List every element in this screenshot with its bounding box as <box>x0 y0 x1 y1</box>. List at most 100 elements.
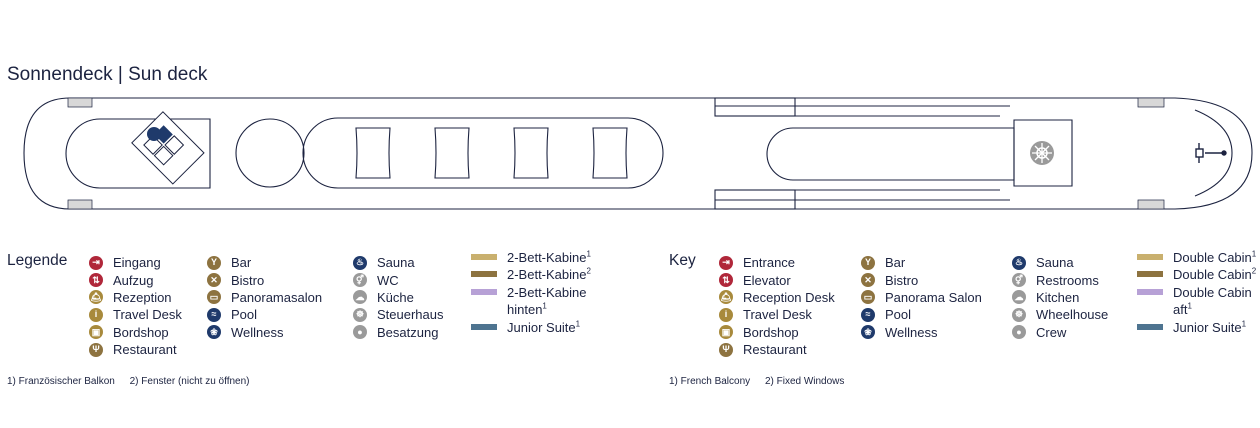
chef-hat-icon: ☁ <box>353 290 367 305</box>
crew-icon: ● <box>1012 325 1026 340</box>
cabin-color-swatch <box>1137 254 1163 260</box>
legend-item: 🛎Rezeption <box>89 289 182 306</box>
legend-item-label: Bar <box>885 255 906 271</box>
legend-item-label: Kitchen <box>1036 289 1080 305</box>
legend-item-label: Küche <box>377 289 414 305</box>
forward-promenade <box>766 127 1015 181</box>
sauna-icon: ♨ <box>353 255 367 270</box>
crew-icon: ● <box>353 325 367 340</box>
legend-item: ☁ Küche <box>353 289 444 306</box>
legend-item-label: Restaurant <box>113 342 177 358</box>
cabin-legend-item: Double Cabin2 <box>1137 266 1259 283</box>
cabin-label-text: Junior Suite <box>1173 319 1242 335</box>
sunbed-2 <box>434 127 470 179</box>
panorama-icon: ▭ <box>207 290 221 305</box>
sunbed-4 <box>592 127 628 179</box>
legend-item-label: Eingang <box>113 255 161 271</box>
entrance-icon: ⇥ <box>719 255 733 270</box>
legend-item-label: Entrance <box>743 255 796 271</box>
cabin-label: 2-Bett-Kabine hinten1 <box>507 284 593 319</box>
legend-item: ●Crew <box>1012 324 1108 341</box>
cabin-label: Junior Suite1 <box>507 319 593 336</box>
shopping-bag-icon: ▣ <box>89 325 103 340</box>
footnote-1: 1) Französischer Balkon <box>7 376 115 387</box>
legend-item-label: Steuerhaus <box>377 307 444 323</box>
pool-icon: ≈ <box>861 307 875 322</box>
cabin-footnote-mark: 2 <box>586 267 591 277</box>
legend-item: ▣Bordshop <box>719 324 835 341</box>
cabin-label-text: Double Cabin aft <box>1173 284 1252 318</box>
shopping-bag-icon: ▣ <box>719 325 733 340</box>
pool-area <box>131 111 205 185</box>
legend-item-label: Restaurant <box>743 342 807 358</box>
cabin-label: Double Cabin1 <box>1173 249 1259 266</box>
cabin-color-swatch <box>1137 323 1163 330</box>
legend-item: ⇅Aufzug <box>89 271 182 288</box>
footnotes-de: 1) Französischer Balkon 2) Fenster (nich… <box>7 376 261 387</box>
legend-item: ♨Sauna <box>353 254 444 271</box>
pool-icon: ≈ <box>207 307 221 322</box>
restroom-icon: ⚥ <box>353 273 367 288</box>
cabin-label: Double Cabin2 <box>1173 266 1259 283</box>
ship-wheel-icon: ☸ <box>353 307 367 322</box>
legend-item-label: Restrooms <box>1036 272 1099 288</box>
cabin-legend-item: 2-Bett-Kabine1 <box>471 249 593 266</box>
legend-item: ❀Wellness <box>861 324 982 341</box>
lotus-icon: ❀ <box>861 325 875 340</box>
footnote-1: 1) French Balcony <box>669 376 751 387</box>
info-icon: i <box>89 307 103 322</box>
stairs-aft-port <box>67 97 93 108</box>
legend-item: 🛎Reception Desk <box>719 289 835 306</box>
legend-item-label: WC <box>377 272 399 288</box>
cabin-footnote-mark: 1 <box>1187 301 1192 311</box>
legend-item: ♨ Sauna <box>1012 254 1108 271</box>
cabin-legend-item: 2-Bett-Kabine2 <box>471 266 593 283</box>
sunbed-area <box>302 117 664 189</box>
cabin-legend-item: 2-Bett-Kabine hinten1 <box>471 284 593 319</box>
legend-item-label: Panoramasalon <box>231 289 323 305</box>
legend-item: ⇥ Entrance <box>719 254 835 271</box>
cabin-legend-item: Junior Suite1 <box>471 319 593 336</box>
crossed-cutlery-icon: ✕ <box>207 273 221 288</box>
legend-item: ⇥Eingang <box>89 254 182 271</box>
cabin-color-swatch <box>471 288 497 295</box>
legend-item: ⚥ WC <box>353 271 444 288</box>
sunbed-3 <box>513 127 549 179</box>
legend-item-label: Reception Desk <box>743 289 835 305</box>
stern-promenade <box>65 118 211 189</box>
cabin-color-swatch <box>471 323 497 330</box>
legend-item: Ψ Restaurant <box>719 341 835 358</box>
ship-wheel-icon: ☸ <box>1012 307 1026 322</box>
legend-item: ❀Wellness <box>207 324 322 341</box>
cabin-label: 2-Bett-Kabine2 <box>507 266 593 283</box>
legend-item-label: Sauna <box>1036 255 1074 271</box>
info-icon: i <box>719 307 733 322</box>
panorama-icon: ▭ <box>861 290 875 305</box>
legend-item-label: Bar <box>231 255 252 271</box>
chef-hat-icon: ☁ <box>1012 290 1026 305</box>
footnotes-en: 1) French Balcony 2) Fixed Windows <box>669 376 856 387</box>
legend-item: ✕Bistro <box>861 271 982 288</box>
crossed-cutlery-icon: ✕ <box>861 273 875 288</box>
cabin-legend-item: Double Cabin1 <box>1137 249 1259 266</box>
legend-de-col3: ♨Sauna⚥WC☁Küche☸Steuerhaus●Besatzung <box>353 254 444 341</box>
cabin-color-swatch <box>471 271 497 278</box>
footnote-2: 2) Fenster (nicht zu öffnen) <box>129 376 250 387</box>
elevator-icon: ⇅ <box>89 273 103 288</box>
legend-item-label: Travel Desk <box>113 307 182 323</box>
hull-outline <box>23 97 1253 210</box>
legend-item-label: Pool <box>231 307 258 323</box>
cabin-legend-item: Double Cabin aft1 <box>1137 284 1259 319</box>
cutlery-icon: Ψ <box>719 342 733 357</box>
cabin-label-text: Double Cabin <box>1173 267 1252 283</box>
legend-item-label: Wheelhouse <box>1036 307 1109 323</box>
cabin-label-text: 2-Bett-Kabine hinten <box>507 284 587 318</box>
sauna-icon: ♨ <box>1012 255 1026 270</box>
